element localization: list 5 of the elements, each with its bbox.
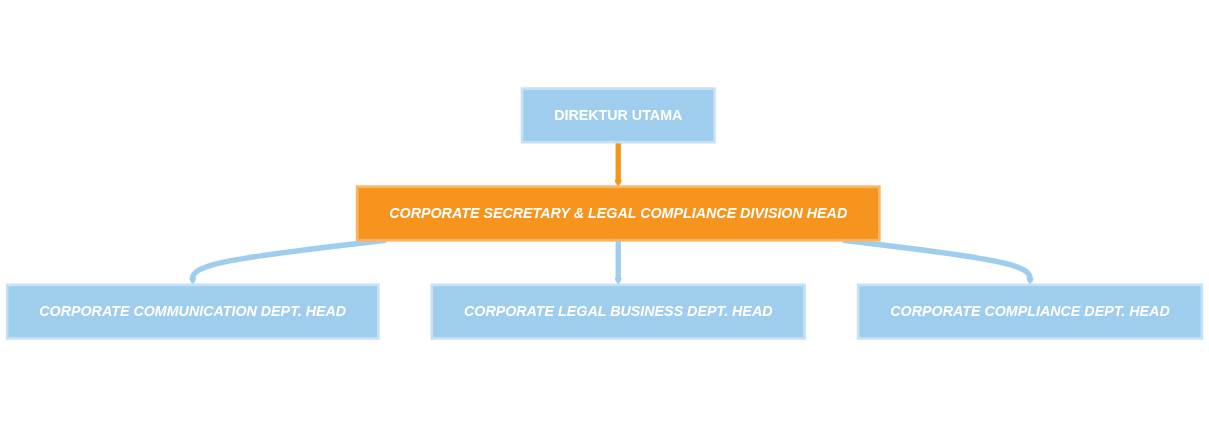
- node-box: CORPORATE LEGAL BUSINESS DEPT. HEAD: [430, 283, 806, 340]
- node-box: CORPORATE COMPLIANCE DEPT. HEAD: [856, 283, 1204, 340]
- node-box: CORPORATE SECRETARY & LEGAL COMPLIANCE DIVISION HEAD: [355, 185, 881, 242]
- node-box: CORPORATE COMMUNICATION DEPT. HEAD: [5, 283, 380, 340]
- node-box: DIREKTUR UTAMA: [520, 87, 716, 144]
